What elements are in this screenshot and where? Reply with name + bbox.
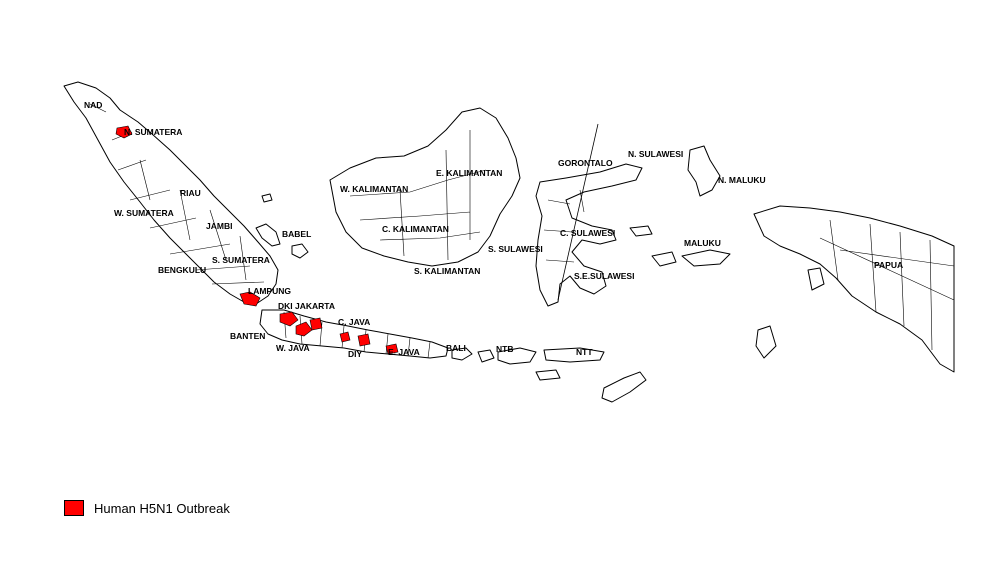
boundary-line [557, 123, 599, 301]
island-flores [543, 347, 605, 363]
outbreak-w-java-1 [295, 321, 313, 337]
outbreak-diy [357, 333, 371, 347]
island-belitung [291, 243, 309, 259]
label-babel: BABEL [282, 229, 311, 239]
outbreak-c-java [339, 331, 351, 343]
label-c-sulawesi: C. SULAWESI [560, 228, 615, 238]
label-s-sulawesi: S. SULAWESI [488, 244, 543, 254]
label-dki-jakarta: DKI JAKARTA [278, 301, 335, 311]
island-sulawesi [535, 163, 643, 307]
label-w-java: W. JAVA [276, 343, 310, 353]
outbreak-n-sumatera [115, 125, 133, 139]
island-bali [451, 347, 473, 361]
label-banten: BANTEN [230, 331, 265, 341]
label-se-sulawesi: S.E.SULAWESI [574, 271, 634, 281]
label-riau: RIAU [180, 188, 201, 198]
outbreak-banten-jakarta [279, 311, 299, 327]
label-c-java: C. JAVA [338, 317, 370, 327]
label-n-sulawesi: N. SULAWESI [628, 149, 683, 159]
island-sumba [535, 369, 561, 381]
label-ntt: NTT [576, 347, 593, 357]
label-e-kalimantan: E. KALIMANTAN [436, 168, 502, 178]
label-papua: PAPUA [874, 260, 903, 270]
label-bali: BALI [446, 343, 466, 353]
legend-swatch [64, 500, 84, 516]
label-w-kalimantan: W. KALIMANTAN [340, 184, 408, 194]
label-s-kalimantan: S. KALIMANTAN [414, 266, 480, 276]
island-riau-islands [261, 193, 273, 203]
label-maluku: MALUKU [684, 238, 721, 248]
island-buru [651, 251, 677, 267]
label-c-kalimantan: C. KALIMANTAN [382, 224, 449, 234]
island-sumbawa [497, 347, 537, 365]
label-n-maluku: N. MALUKU [718, 175, 766, 185]
label-ntb: NTB [496, 344, 513, 354]
island-tanimbar [755, 325, 777, 359]
island-timor [601, 371, 647, 403]
island-sumatra [63, 81, 279, 305]
label-n-sumatera: N. SUMATERA [124, 127, 182, 137]
outbreak-w-java-2 [309, 317, 323, 331]
outbreak-e-java [385, 343, 399, 355]
label-e-java: E. JAVA [388, 347, 420, 357]
label-jambi: JAMBI [206, 221, 232, 231]
island-bangka [255, 223, 281, 247]
map-legend: Human H5N1 Outbreak [64, 500, 230, 516]
island-papua [753, 205, 955, 373]
island-seram [681, 249, 731, 267]
legend-label: Human H5N1 Outbreak [94, 500, 230, 516]
outbreak-lampung [239, 291, 261, 307]
island-aru [807, 267, 825, 291]
label-gorontalo: GORONTALO [558, 158, 613, 168]
island-lombok [477, 349, 495, 363]
label-w-sumatera: W. SUMATERA [114, 208, 174, 218]
outbreak-layer [115, 125, 399, 355]
label-s-sumatera: S. SUMATERA [212, 255, 270, 265]
label-diy: DIY [348, 349, 363, 359]
region-labels: NAD N. SUMATERA RIAU W. SUMATERA JAMBI B… [84, 100, 903, 359]
island-halmahera [687, 145, 721, 197]
island-kalimantan [329, 107, 521, 267]
label-nad: NAD [84, 100, 102, 110]
island-banggai [629, 225, 653, 237]
label-lampung: LAMPUNG [248, 286, 291, 296]
label-bengkulu: BENGKULU [158, 265, 206, 275]
